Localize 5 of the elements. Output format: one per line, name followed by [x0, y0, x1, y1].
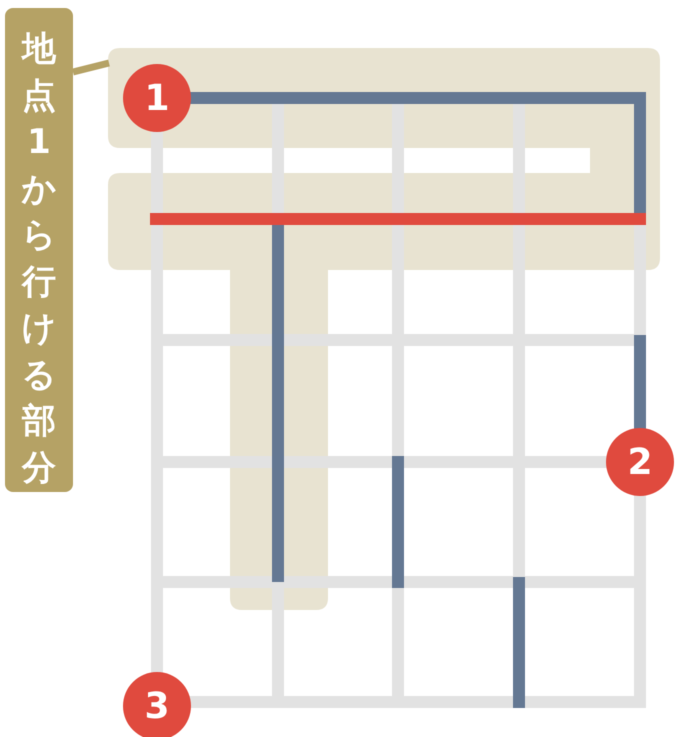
highlight-area [108, 48, 660, 610]
leader-line [72, 60, 110, 76]
point-marker: 3 [123, 672, 191, 737]
point-marker: 2 [606, 428, 674, 496]
callout-label: 地点1から行ける部分 [5, 8, 73, 492]
